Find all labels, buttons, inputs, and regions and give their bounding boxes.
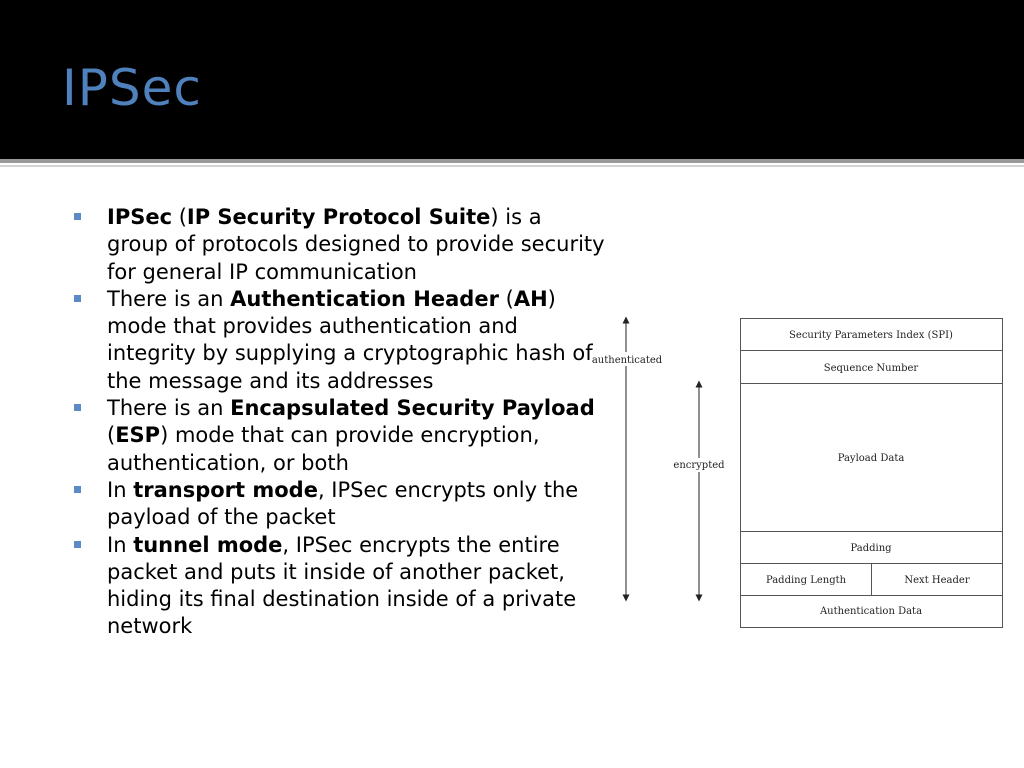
bullet-text: ( [107,423,116,448]
bullet-bold-text: Encapsulated Security Payload [230,396,595,421]
bullet-bold-text: AH [513,286,548,311]
next-header-label: Next Header [904,575,969,586]
bullet-list: IPSec (IP Security Protocol Suite) is a … [70,204,605,641]
bullet-bold-text: ESP [115,423,161,448]
bullet-item: There is an Encapsulated Security Payloa… [70,395,605,477]
authentication-data-field [740,595,1003,628]
padding-field [740,531,1003,564]
bullet-text: In [107,532,134,557]
header-divider-thin [0,165,1024,167]
encrypted-label: encrypted [673,460,725,471]
bullet-marker-icon [74,294,81,302]
spi-label: Security Parameters Index (SPI) [789,330,953,341]
sequence-number-field [740,350,1003,384]
bullet-bold-text: IPSec [107,205,173,229]
slide-header: IPSec [0,0,1024,159]
payload-data-label: Payload Data [838,453,905,464]
bullet-bold-text: IP Security Protocol Suite [186,205,491,229]
bullet-text: ( [498,286,514,311]
bullet-marker-icon [74,540,81,548]
bullet-text: There is an [107,286,231,311]
payload-data-field [740,383,1003,532]
bullet-text: In [107,477,134,502]
bullet-marker-icon [74,213,81,220]
bullet-bold-text: tunnel mode [133,532,283,557]
authenticated-label: authenticated [592,355,663,366]
bullet-text: ( [172,205,187,229]
bullet-bold-text: Authentication Header [230,286,499,311]
bullet-marker-icon [74,485,81,493]
bullet-text: , IPSec encrypts only the payload of the… [107,477,579,530]
bullet-item: IPSec (IP Security Protocol Suite) is a … [70,204,605,286]
next-header-field [871,563,1003,596]
bullet-item: In transport mode, IPSec encrypts only t… [70,477,605,532]
esp-packet-diagram: authenticated encrypted Security Paramet… [592,316,1003,628]
bullet-text: , IPSec encrypts the entire packet and p… [107,532,577,639]
bullet-text: ) is a group of protocols designed to pr… [107,205,605,284]
slide-title: IPSec [62,59,202,117]
authentication-data-label: Authentication Data [819,606,922,617]
bullet-text: There is an [107,396,231,421]
sequence-number-label: Sequence Number [824,363,919,374]
padding-length-label: Padding Length [766,575,847,586]
padding-label: Padding [850,543,892,554]
bullet-item: There is an Authentication Header (AH) m… [70,286,605,395]
bullet-text: ) mode that provides authentication and … [107,286,593,393]
padding-length-field [740,563,872,596]
bullet-item: In tunnel mode, IPSec encrypts the entir… [70,532,605,641]
bullet-marker-icon [74,404,81,412]
bullet-text: ) mode that can provide encryption, auth… [107,423,540,475]
bullet-bold-text: transport mode [133,477,318,502]
header-divider [0,159,1024,163]
